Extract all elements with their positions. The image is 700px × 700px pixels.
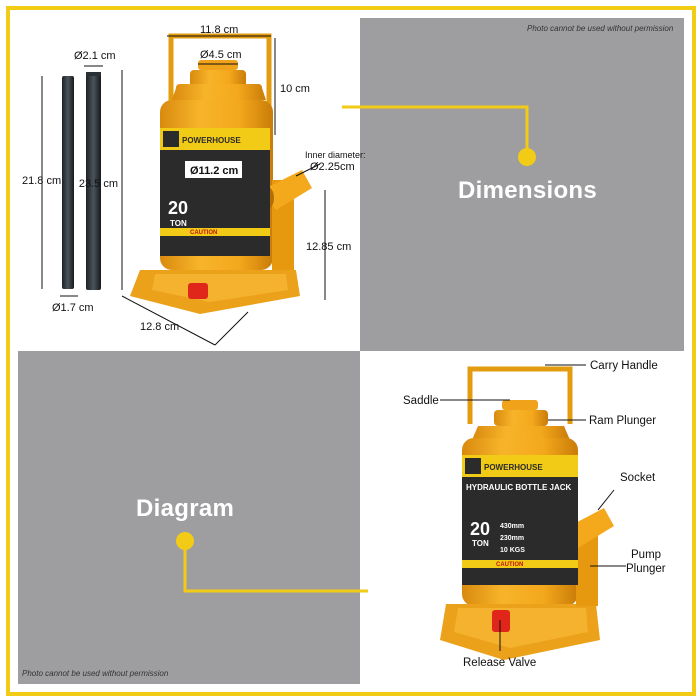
copyright-notice-top: Photo cannot be used without permission — [527, 24, 674, 33]
label-ram-plunger: Ram Plunger — [589, 415, 656, 427]
dim-body-diameter-bg — [185, 161, 242, 178]
dim-rod-length: 21.8 cm — [22, 175, 61, 187]
dim-body-diameter: Ø11.2 cm — [190, 165, 239, 177]
dim-rod-top-diameter: Ø2.1 cm — [74, 50, 116, 62]
dim-saddle-diameter: Ø4.5 cm — [200, 49, 242, 61]
dim-socket-inner-label: Inner diameter: — [305, 150, 366, 160]
leader-lines — [440, 364, 626, 651]
dim-base-width: 12.8 cm — [140, 321, 179, 333]
jack-diagram: POWERHOUSE HYDRAULIC BOTTLE JACK 20 TON … — [440, 366, 614, 660]
svg-text:10 KGS: 10 KGS — [500, 547, 525, 554]
rod-thick — [86, 74, 101, 290]
dimensions-title-panel — [360, 18, 684, 351]
svg-text:POWERHOUSE: POWERHOUSE — [484, 463, 543, 472]
dim-rod-bottom-diameter: Ø1.7 cm — [52, 302, 94, 314]
label-carry-handle: Carry Handle — [590, 360, 658, 372]
diagram-title-panel — [18, 351, 360, 684]
dim-width-top: 11.8 cm — [200, 24, 238, 36]
label-pump-plunger-line1: Pump — [631, 549, 661, 561]
dim-pump-height: 12.85 cm — [306, 241, 351, 253]
rod-thin — [62, 76, 74, 289]
diagram-heading: Diagram — [136, 495, 235, 522]
dim-socket-inner-value: Ø2.25cm — [310, 161, 355, 173]
copyright-notice-bottom: Photo cannot be used without permission — [22, 669, 169, 678]
svg-text:TON: TON — [472, 539, 489, 548]
connector-dimensions — [342, 105, 536, 166]
svg-text:20: 20 — [470, 519, 490, 539]
dim-body-height: 23.5 cm — [79, 178, 118, 190]
connector-diagram — [176, 532, 368, 593]
label-release-valve: Release Valve — [463, 657, 536, 669]
svg-text:HYDRAULIC BOTTLE JACK: HYDRAULIC BOTTLE JACK — [466, 483, 572, 492]
dimensions-heading: Dimensions — [458, 177, 598, 204]
label-socket: Socket — [620, 472, 656, 484]
svg-text:CAUTION: CAUTION — [190, 230, 217, 236]
svg-text:POWERHOUSE: POWERHOUSE — [182, 136, 241, 145]
svg-text:230mm: 230mm — [500, 535, 524, 542]
dimension-lines — [41, 35, 326, 346]
svg-text:CAUTION: CAUTION — [496, 562, 523, 568]
label-saddle: Saddle — [403, 395, 439, 407]
label-pump-plunger-line2: Plunger — [626, 563, 666, 575]
svg-text:20: 20 — [168, 198, 188, 218]
extension-rods — [62, 72, 101, 290]
dim-handle-height: 10 cm — [280, 83, 310, 95]
jack-top: POWERHOUSE 20 TON CAUTION — [130, 33, 312, 314]
svg-text:TON: TON — [170, 219, 187, 228]
svg-text:430mm: 430mm — [500, 523, 524, 530]
